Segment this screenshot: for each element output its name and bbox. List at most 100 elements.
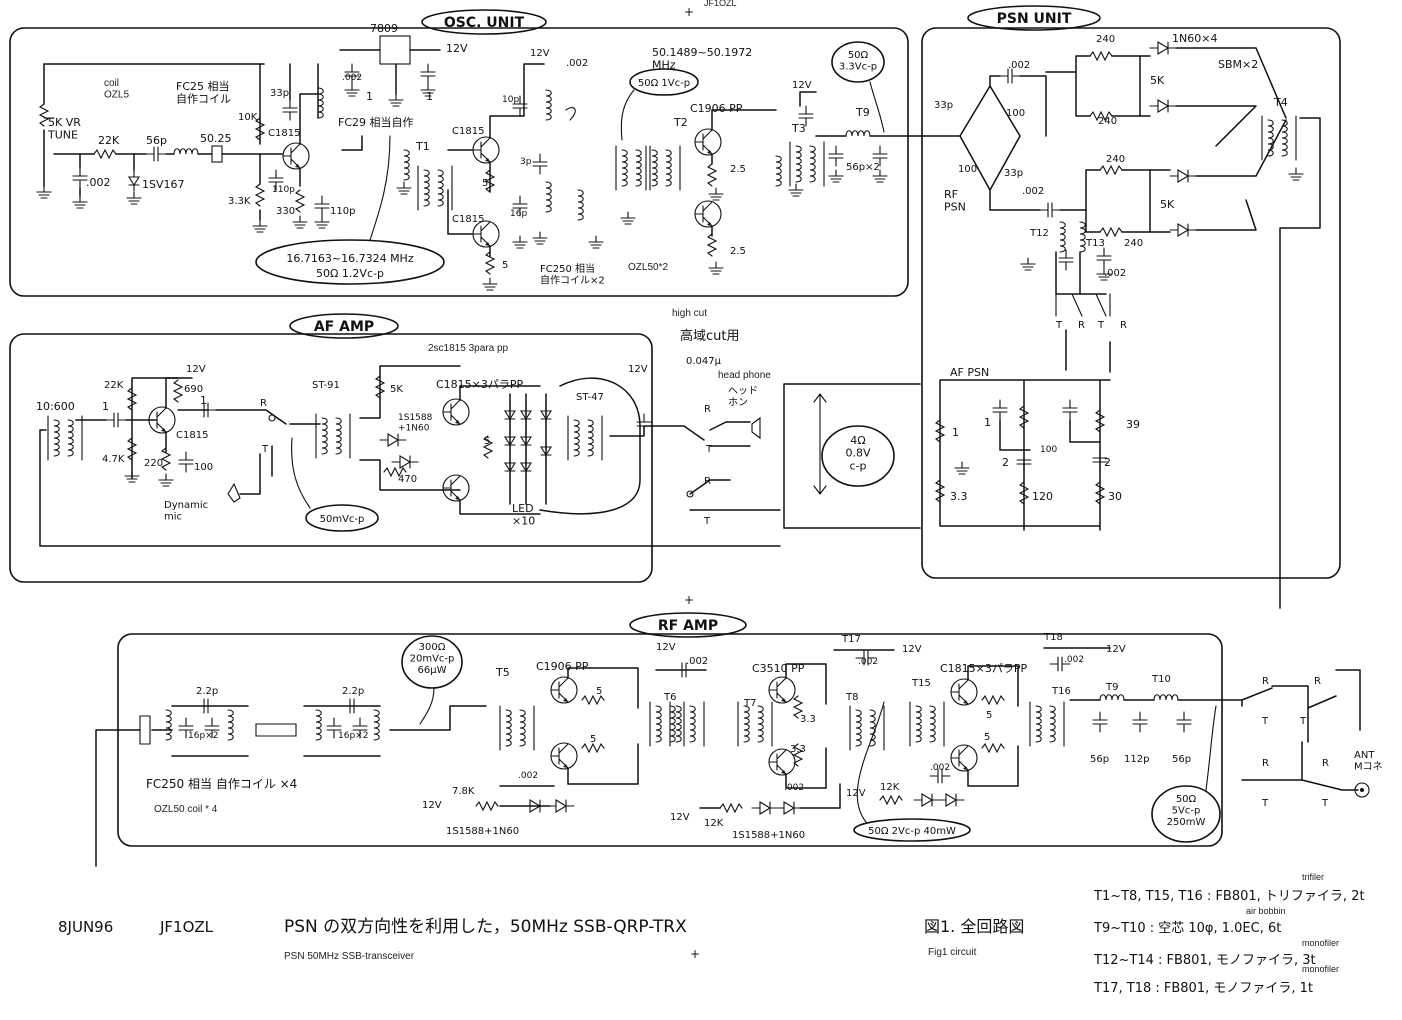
plus-mark-mid: + xyxy=(684,593,694,607)
af-c1a: 1 xyxy=(102,400,109,413)
rf-c002b: .002 xyxy=(518,771,538,781)
rf-c56pa: 56p xyxy=(1090,754,1109,765)
osc-freq-callout-l2: 50Ω 1.2Vc-p xyxy=(316,267,384,280)
af-t-label: T xyxy=(261,444,269,455)
osc-freq-callout xyxy=(255,239,445,285)
rf-t10: T10 xyxy=(1151,674,1171,685)
osc-c16p: 16p xyxy=(510,209,527,219)
rf-t16: T16 xyxy=(1051,686,1071,697)
rf-c002a: .002 xyxy=(686,656,708,667)
osc-one-a: 1 xyxy=(366,90,373,103)
rf-r33b: 3.3 xyxy=(790,744,806,755)
osc-c33p: 33p xyxy=(270,88,289,99)
af-r-label-b: R xyxy=(704,404,711,415)
osc-c002c: .002 xyxy=(566,58,588,69)
rf-t9: T9 xyxy=(1105,682,1118,693)
osc-c002b: .002 xyxy=(342,73,362,83)
rf-amp-box xyxy=(117,633,1223,847)
rf-c56pb: 56p xyxy=(1172,754,1191,765)
osc-r10k: 10K xyxy=(238,112,258,123)
af-st47: ST-47 xyxy=(576,392,604,403)
rf-r5d: 5 xyxy=(984,732,990,743)
rf-t-label-b: T xyxy=(1299,716,1307,727)
rf-t18: T18 xyxy=(1043,632,1063,643)
rf-r-label-a: R xyxy=(1262,676,1269,687)
af-diodes: 1S1588+1N60 xyxy=(398,413,433,433)
psn-sbm: SBM×2 xyxy=(1218,58,1258,71)
af-r22k: 22K xyxy=(104,380,124,391)
rf-level-text2: 50Ω 2Vc-p 40mW xyxy=(868,826,956,837)
osc-r5a: 5 xyxy=(482,178,488,189)
psn-r2a: 2 xyxy=(1002,456,1009,469)
osc-fc250: FC250 相当自作コイル×2 xyxy=(540,262,605,287)
rf-fc250: FC250 相当 自作コイル ×4 xyxy=(146,777,297,791)
psn-r39: 39 xyxy=(1126,418,1140,431)
rf-c112p: 112p xyxy=(1124,754,1149,765)
rf-r12k-a: 12K xyxy=(704,818,724,829)
af-r47k: 4.7K xyxy=(102,454,125,465)
rf-t6: T6 xyxy=(663,692,676,703)
osc-v12a: 12V xyxy=(446,42,468,55)
rf-diodes-b: 1S1588+1N60 xyxy=(732,830,805,841)
rf-t8: T8 xyxy=(845,692,858,703)
rf-ozl50: OZL50 coil * 4 xyxy=(154,804,218,815)
psn-diodes: 1N60×4 xyxy=(1172,32,1217,45)
psn-t13: T13 xyxy=(1085,238,1105,249)
af-level-callout xyxy=(305,504,379,532)
af-circuit xyxy=(39,365,781,547)
osc-r22k: 22K xyxy=(98,134,120,147)
osc-freq-callout-l1: 16.7163~16.7324 MHz xyxy=(286,252,413,265)
psn-c002c: .002 xyxy=(1104,268,1126,279)
psn-r240c: 240 xyxy=(1106,154,1125,165)
af-amp-box xyxy=(9,333,653,583)
af-ratio: 10:600 xyxy=(36,400,75,413)
rf-t17: T17 xyxy=(841,634,861,645)
osc-varicap: 1SV167 xyxy=(142,178,185,191)
af-c1b: 1 xyxy=(200,394,207,407)
rf-t7: T7 xyxy=(743,698,756,709)
footer-n3-note: monofiler xyxy=(1302,938,1339,948)
footer-n4: T17, T18 : FB801, モノファイラ, 1t xyxy=(1093,981,1313,996)
psn-t-label-a: T xyxy=(1055,320,1063,331)
psn-r33: 3.3 xyxy=(950,490,968,503)
af-r-label-c: R xyxy=(704,476,711,487)
footer-date: 8JUN96 xyxy=(58,918,113,936)
osc-c56p: 56p xyxy=(146,134,167,147)
osc-unit-box xyxy=(9,27,909,297)
osc-q3: C1815 xyxy=(452,214,484,225)
rf-c002f: .002 xyxy=(930,763,950,773)
osc-c3p: 3p xyxy=(520,157,532,167)
af-c100: 100 xyxy=(194,462,213,473)
af-high-cut-jp: 高域cut用 xyxy=(680,328,739,344)
af-v12a: 12V xyxy=(186,364,206,375)
rf-c002e: .002 xyxy=(1064,655,1084,665)
footer-title: PSN の双方向性を利用した，50MHz SSB-QRP-TRX xyxy=(284,917,687,937)
rf-r78k: 7.8K xyxy=(452,786,475,797)
af-q-pp: C1815×3パラPP xyxy=(436,378,524,391)
psn-title: PSN UNIT xyxy=(997,11,1072,27)
rf-t-label-c: T xyxy=(1261,798,1269,809)
osc-v12b: 12V xyxy=(530,48,550,59)
osc-q2: C1815 xyxy=(452,126,484,137)
psn-r240b: 240 xyxy=(1098,116,1117,127)
psn-r30: 30 xyxy=(1108,490,1122,503)
af-q1: C1815 xyxy=(176,430,208,441)
psn-vr5kb: 5K xyxy=(1160,198,1175,211)
rf-c002c: .002 xyxy=(858,657,878,667)
footer-n1: T1~T8, T15, T16 : FB801, トリファイラ, 2t xyxy=(1093,889,1365,904)
rf-q2: C3510 PP xyxy=(752,662,805,675)
osc-out-callout xyxy=(831,41,885,83)
rf-v12b: 12V xyxy=(422,800,442,811)
osc-reg: 7809 xyxy=(370,22,398,35)
rf-c16pb: 16p×2 xyxy=(338,731,368,741)
rf-t5: T5 xyxy=(495,666,510,679)
rf-r33a: 3.3 xyxy=(800,714,816,725)
rf-r-label-b: R xyxy=(1314,676,1321,687)
rf-out-callout xyxy=(1151,785,1221,843)
af-headphone-en: head phone xyxy=(718,370,771,381)
osc-c110p-b: 110p xyxy=(330,206,355,217)
